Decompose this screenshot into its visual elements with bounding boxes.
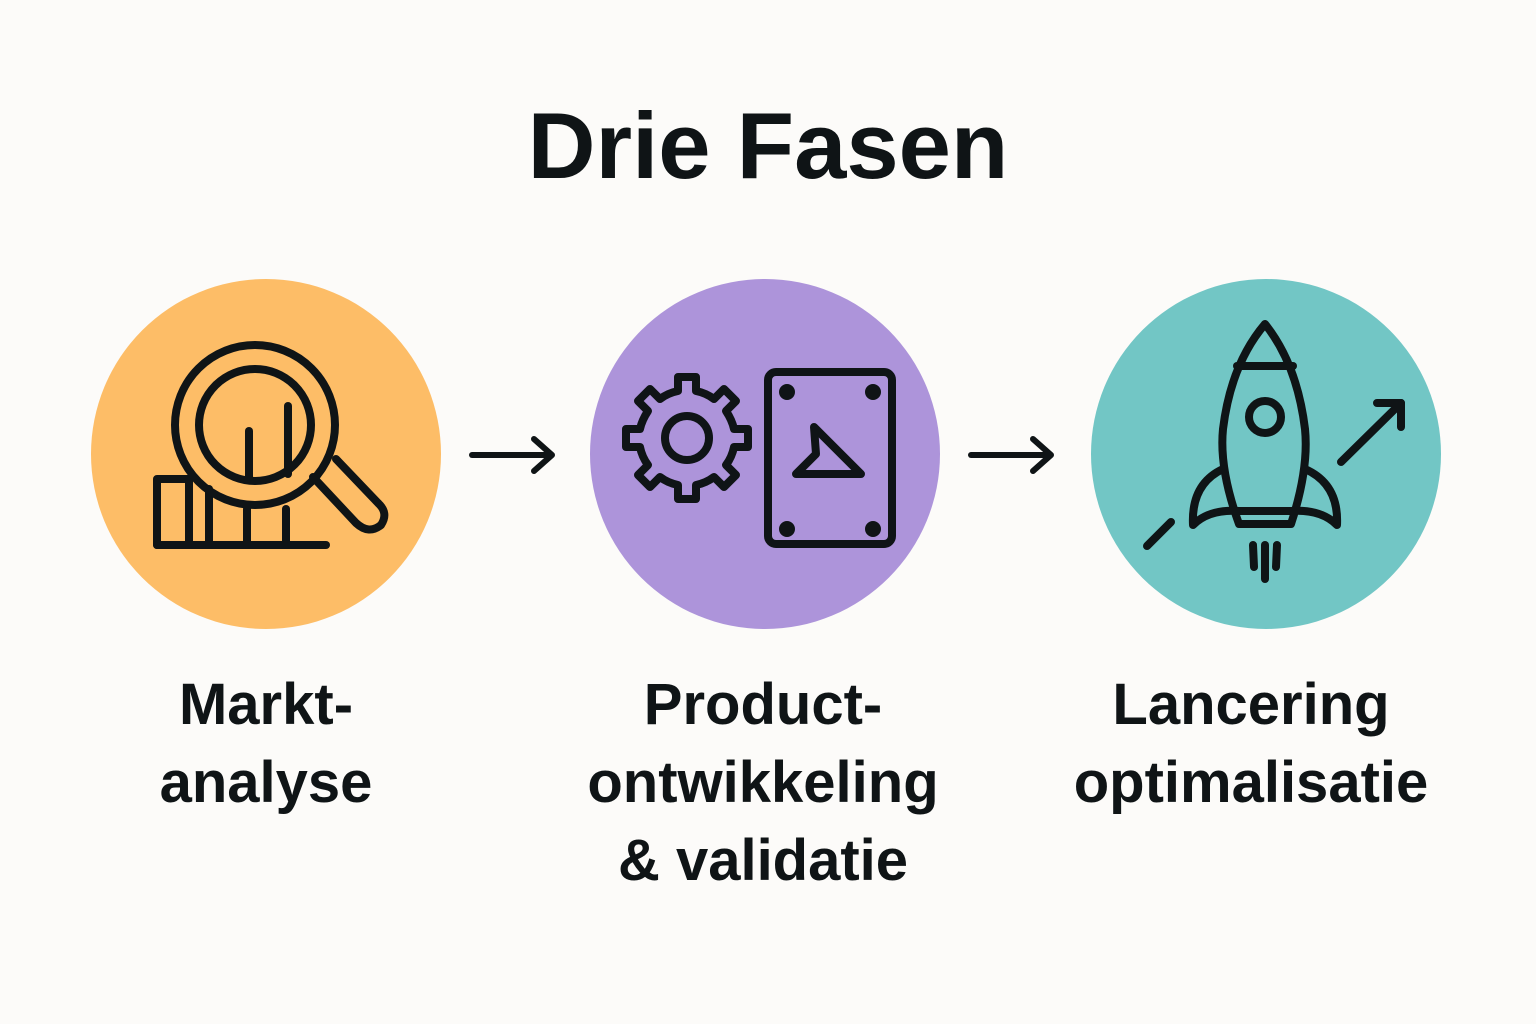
magnifier-bar-chart-icon bbox=[153, 341, 389, 549]
phase-1-label-line-2: analyse bbox=[159, 750, 373, 815]
phase-3-label: Lancering optimalisatie bbox=[1021, 666, 1481, 822]
phase-3-label-line-1: Lancering bbox=[1112, 672, 1390, 737]
phase-2-label-line-3: & validatie bbox=[617, 828, 909, 893]
arrow-right-icon bbox=[967, 435, 1057, 475]
page-title: Drie Fasen bbox=[527, 93, 1009, 198]
phase-3-label-line-2: optimalisatie bbox=[1073, 750, 1429, 815]
gear-and-blueprint-icon bbox=[622, 368, 896, 548]
phase-3-circle bbox=[1091, 279, 1441, 629]
phase-1-circle bbox=[91, 279, 441, 629]
phase-2-label: Product- ontwikkeling & validatie bbox=[533, 666, 993, 900]
phase-2-label-line-1: Product- bbox=[643, 672, 883, 737]
phase-2-circle bbox=[590, 279, 940, 629]
phase-1-label-line-1: Markt- bbox=[178, 672, 354, 737]
rocket-growth-arrow-icon bbox=[1143, 320, 1405, 583]
phase-2-label-line-2: ontwikkeling bbox=[587, 750, 939, 815]
arrow-right-icon bbox=[468, 435, 558, 475]
phase-1-label: Markt- analyse bbox=[36, 666, 496, 822]
